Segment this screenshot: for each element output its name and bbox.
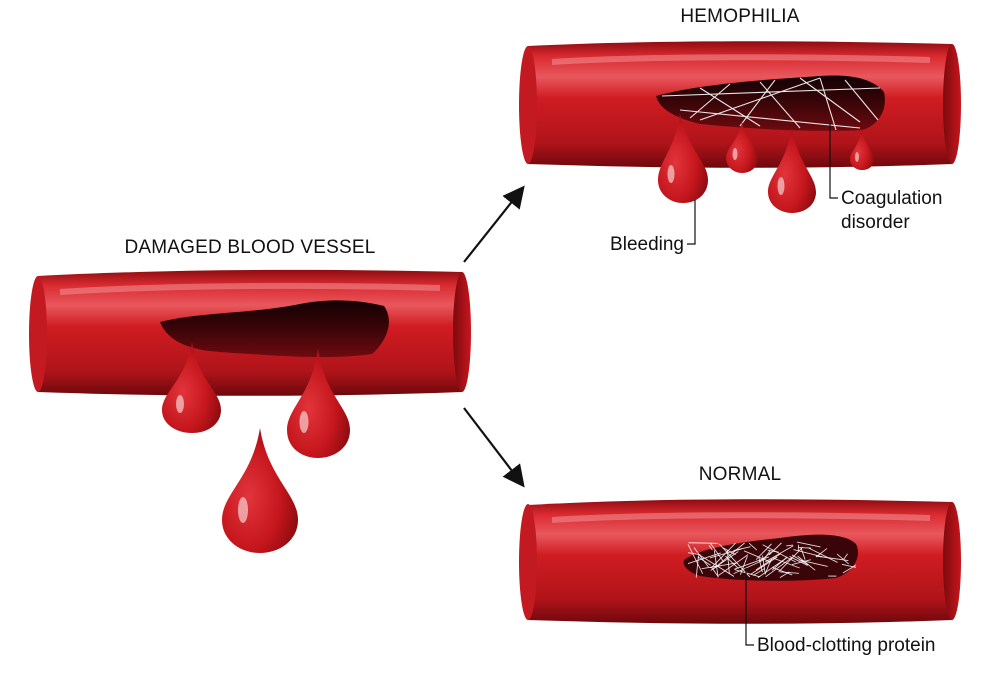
hemophilia-panel: HEMOPHILIA <box>519 6 961 255</box>
clot-fiber <box>755 553 781 571</box>
coagulation-leader-line <box>829 122 838 199</box>
blood-drop <box>287 348 350 458</box>
clot-fiber <box>713 542 745 570</box>
bleeding-label: Bleeding <box>610 234 684 255</box>
blood-drop <box>162 342 221 433</box>
hemophilia-title: HEMOPHILIA <box>680 6 799 27</box>
clot-fiber <box>779 571 790 579</box>
clot-fiber <box>687 544 704 574</box>
clot-fiber <box>836 553 849 565</box>
clot-fiber <box>748 542 758 551</box>
clot-fiber <box>693 547 709 568</box>
clotting-protein-leader-line <box>745 568 754 646</box>
clot-fiber <box>780 571 799 574</box>
clot-fiber <box>708 544 713 551</box>
clot-fiber <box>711 567 719 577</box>
clot-fiber <box>762 544 796 563</box>
blood-drop <box>222 428 298 553</box>
clot-fiber <box>771 566 793 576</box>
clot-fiber <box>786 544 794 547</box>
clot-fiber <box>718 543 751 578</box>
clot-fiber <box>750 556 778 575</box>
clot-fiber <box>752 568 765 576</box>
coagulation-label-line1: Coagulation <box>841 188 942 209</box>
clot-fiber <box>791 559 811 566</box>
clot-fiber <box>687 552 721 565</box>
clot-fiber <box>743 550 772 563</box>
blood-drop <box>726 122 758 173</box>
normal-panel: NORMAL Blood-clotting protein <box>519 464 961 656</box>
clot-fiber <box>695 555 699 578</box>
clot-fiber <box>808 547 838 563</box>
clot-fiber <box>842 553 848 561</box>
blood-drop <box>850 130 874 170</box>
clot-fiber <box>796 541 821 548</box>
damaged-vessel-panel: DAMAGED BLOOD VESSEL <box>29 237 471 553</box>
arrow-to-hemophilia <box>463 185 525 263</box>
clot-fiber <box>710 542 736 569</box>
dense-clot-fibers <box>687 541 857 579</box>
normal-title: NORMAL <box>699 464 782 485</box>
clot-fiber <box>739 556 748 575</box>
clot-fiber <box>762 555 766 575</box>
clot-fiber <box>765 556 793 578</box>
clot-fiber <box>718 554 749 576</box>
clot-fiber <box>688 542 718 544</box>
clotting-protein-label: Blood-clotting protein <box>757 635 936 656</box>
clot-fiber <box>762 550 771 561</box>
clot-fiber <box>733 559 764 575</box>
blood-drop <box>658 114 708 203</box>
blood-drop <box>768 128 816 213</box>
clot-fiber <box>841 563 857 568</box>
clot-fiber <box>797 555 816 571</box>
clot-fiber <box>765 545 794 563</box>
clot-fiber <box>768 542 782 556</box>
clot-fiber <box>734 569 760 578</box>
damaged-vessel-title: DAMAGED BLOOD VESSEL <box>124 237 375 258</box>
arrow-to-normal <box>463 407 525 488</box>
clot-fiber <box>725 555 739 569</box>
clot-fiber <box>709 562 736 568</box>
clot-fiber <box>793 549 823 558</box>
clot-fiber <box>800 547 806 560</box>
clot-fiber <box>726 550 730 574</box>
clot-fiber <box>722 547 736 556</box>
damaged-vessel-wound <box>160 300 389 358</box>
clot-fiber <box>772 557 800 569</box>
hemophilia-wound <box>656 75 885 131</box>
bleeding-leader-line <box>687 200 696 245</box>
coagulation-label-line2: disorder <box>841 212 910 233</box>
clot-fiber <box>755 543 772 560</box>
clot-fiber <box>767 549 779 553</box>
clot-fiber <box>687 552 701 556</box>
clot-fiber <box>842 564 857 574</box>
